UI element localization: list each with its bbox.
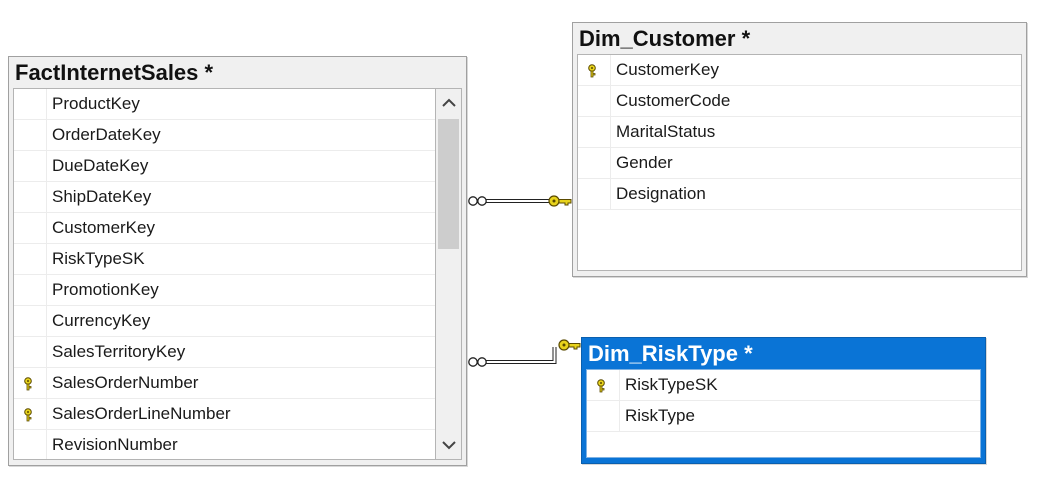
column-row[interactable]: SalesTerritoryKey bbox=[14, 337, 435, 368]
relationship-fact-risktype[interactable] bbox=[468, 339, 581, 367]
row-selector[interactable] bbox=[14, 275, 47, 305]
column-name: PromotionKey bbox=[52, 280, 159, 299]
column-name: OrderDateKey bbox=[52, 125, 161, 144]
row-selector[interactable] bbox=[578, 55, 611, 85]
column-row[interactable]: ProductKey bbox=[14, 89, 435, 120]
column-row[interactable]: ShipDateKey bbox=[14, 182, 435, 213]
relationship-line bbox=[486, 347, 554, 361]
column-name: SalesOrderLineNumber bbox=[52, 404, 231, 423]
table-title[interactable]: Dim_RiskType * bbox=[588, 341, 753, 366]
chevron-up-icon bbox=[441, 98, 456, 107]
row-selector[interactable] bbox=[14, 244, 47, 274]
row-selector[interactable] bbox=[578, 148, 611, 178]
column-name: SalesTerritoryKey bbox=[52, 342, 186, 361]
row-selector[interactable] bbox=[578, 86, 611, 116]
column-row[interactable]: RiskTypeSK bbox=[14, 244, 435, 275]
vertical-scrollbar[interactable] bbox=[436, 88, 462, 460]
column-list: RiskTypeSK RiskType bbox=[587, 370, 980, 432]
column-row[interactable]: SalesOrderLineNumber bbox=[14, 399, 435, 430]
column-row[interactable]: MaritalStatus bbox=[578, 117, 1021, 148]
many-infinity-icon bbox=[468, 357, 487, 367]
column-name: CurrencyKey bbox=[52, 311, 151, 330]
row-selector[interactable] bbox=[587, 370, 620, 400]
column-name: Designation bbox=[616, 184, 706, 203]
column-row[interactable]: RiskType bbox=[587, 401, 980, 432]
column-name: RiskType bbox=[625, 406, 695, 425]
table-title[interactable]: Dim_Customer * bbox=[579, 26, 751, 51]
column-row[interactable]: Designation bbox=[578, 179, 1021, 210]
column-row[interactable]: CustomerKey bbox=[14, 213, 435, 244]
row-selector[interactable] bbox=[14, 182, 47, 212]
column-name: CustomerCode bbox=[616, 91, 731, 110]
scroll-down-button[interactable] bbox=[436, 433, 461, 457]
column-row[interactable]: SalesOrderNumber bbox=[14, 368, 435, 399]
column-list-container[interactable]: RiskTypeSK RiskType bbox=[586, 369, 981, 458]
column-row[interactable]: PromotionKey bbox=[14, 275, 435, 306]
column-row[interactable]: Gender bbox=[578, 148, 1021, 179]
column-name: DueDateKey bbox=[52, 156, 149, 175]
column-name: ShipDateKey bbox=[52, 187, 152, 206]
table-dim-risktype[interactable]: Dim_RiskType * RiskTypeSK RiskType bbox=[581, 337, 986, 464]
column-row[interactable]: CustomerKey bbox=[578, 55, 1021, 86]
row-selector[interactable] bbox=[14, 368, 47, 398]
column-name: Gender bbox=[616, 153, 673, 172]
column-name: CustomerKey bbox=[616, 60, 719, 79]
row-selector[interactable] bbox=[578, 117, 611, 147]
relationship-line bbox=[486, 347, 557, 364]
column-row[interactable]: RiskTypeSK bbox=[587, 370, 980, 401]
table-title[interactable]: FactInternetSales * bbox=[15, 60, 214, 85]
column-row[interactable]: OrderDateKey bbox=[14, 120, 435, 151]
column-row[interactable]: DueDateKey bbox=[14, 151, 435, 182]
row-selector[interactable] bbox=[14, 399, 47, 429]
row-selector[interactable] bbox=[587, 401, 620, 431]
row-selector[interactable] bbox=[578, 179, 611, 209]
column-row[interactable]: RevisionNumber bbox=[14, 430, 435, 459]
row-selector[interactable] bbox=[14, 151, 47, 181]
column-name: RiskTypeSK bbox=[52, 249, 145, 268]
relationship-fact-customer[interactable] bbox=[468, 195, 572, 207]
row-selector[interactable] bbox=[14, 306, 47, 336]
row-selector[interactable] bbox=[14, 120, 47, 150]
column-row[interactable]: CustomerCode bbox=[578, 86, 1021, 117]
row-selector[interactable] bbox=[14, 337, 47, 367]
column-name: RiskTypeSK bbox=[625, 375, 718, 394]
primary-key-icon bbox=[24, 377, 32, 391]
column-name: SalesOrderNumber bbox=[52, 373, 199, 392]
row-selector[interactable] bbox=[14, 430, 47, 459]
column-name: CustomerKey bbox=[52, 218, 155, 237]
column-name: ProductKey bbox=[52, 94, 140, 113]
primary-key-icon bbox=[548, 195, 572, 207]
column-name: MaritalStatus bbox=[616, 122, 716, 141]
primary-key-icon bbox=[597, 379, 605, 393]
chevron-down-icon bbox=[441, 441, 456, 450]
primary-key-icon bbox=[24, 408, 32, 422]
column-name: RevisionNumber bbox=[52, 435, 178, 454]
row-selector[interactable] bbox=[14, 213, 47, 243]
scrollbar-thumb[interactable] bbox=[438, 119, 459, 249]
many-infinity-icon bbox=[468, 196, 487, 206]
row-selector[interactable] bbox=[14, 89, 47, 119]
column-row[interactable]: CurrencyKey bbox=[14, 306, 435, 337]
primary-key-icon bbox=[558, 339, 581, 351]
scroll-up-button[interactable] bbox=[436, 91, 461, 115]
primary-key-icon bbox=[588, 64, 596, 78]
